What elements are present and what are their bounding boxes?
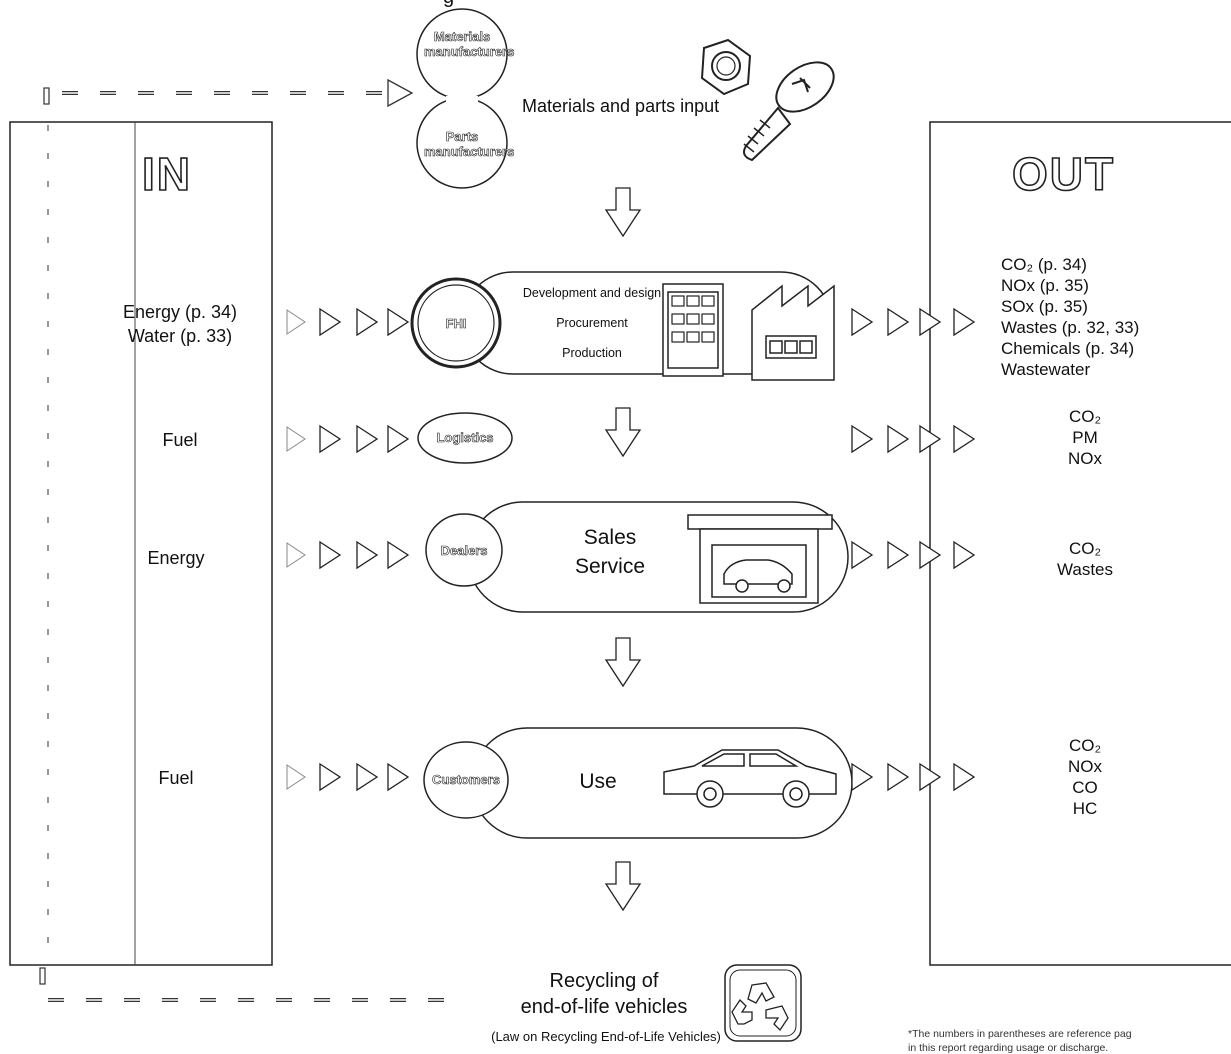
garage-car-icon (688, 515, 832, 603)
fhi-production: Production (522, 346, 662, 360)
building-icon (663, 284, 723, 376)
screw-icon (744, 52, 843, 160)
customers-use: Use (548, 770, 648, 794)
logistics-input-fuel: Fuel (120, 430, 240, 451)
in-panel (10, 122, 272, 965)
dashed-return-line-bottom (40, 968, 445, 1000)
dealers-service: Service (550, 555, 670, 579)
footnote-line1: *The numbers in parentheses are referenc… (908, 1028, 1132, 1040)
dealers-output-list: CO₂ Wastes (1030, 538, 1140, 580)
fhi-node-label: FHI (426, 316, 486, 331)
fhi-output-item: SOx (p. 35) (1001, 296, 1139, 317)
footnote-line2: in this report regarding usage or discha… (908, 1042, 1108, 1054)
factory-icon (752, 286, 834, 380)
fhi-development-design: Development and design (522, 286, 662, 300)
customers-input-fuel: Fuel (116, 768, 236, 789)
dealers-sales: Sales (550, 526, 670, 550)
fhi-output-item: CO₂ (p. 34) (1001, 254, 1139, 275)
customers-output-item: NOx (1030, 756, 1140, 777)
nut-icon (702, 40, 750, 94)
customers-output-item: CO (1030, 777, 1140, 798)
customers-output-item: HC (1030, 798, 1140, 819)
out-panel-title: OUT (1012, 148, 1115, 201)
recycle-icon (725, 965, 801, 1041)
customers-output-item: CO₂ (1030, 735, 1140, 756)
logistics-output-item: CO₂ (1030, 406, 1140, 427)
dealers-input-energy: Energy (116, 548, 236, 569)
in-panel-title: IN (142, 148, 192, 201)
fhi-input-energy: Energy (p. 34) (100, 302, 260, 323)
fhi-input-water: Water (p. 33) (100, 326, 260, 347)
logistics-output-item: NOx (1030, 448, 1140, 469)
dealers-output-item: CO₂ (1030, 538, 1140, 559)
logistics-output-list: CO₂ PM NOx (1030, 406, 1140, 469)
recycling-law: (Law on Recycling End-of-Life Vehicles) (488, 1030, 724, 1045)
fhi-output-list: CO₂ (p. 34) NOx (p. 35) SOx (p. 35) Wast… (1001, 254, 1139, 380)
fhi-output-item: NOx (p. 35) (1001, 275, 1139, 296)
customers-output-list: CO₂ NOx CO HC (1030, 735, 1140, 819)
dealers-output-item: Wastes (1030, 559, 1140, 580)
fhi-procurement: Procurement (522, 316, 662, 330)
fhi-output-item: Chemicals (p. 34) (1001, 338, 1139, 359)
top-cut-text: g (443, 0, 454, 9)
recycling-line1: Recycling of (494, 970, 714, 993)
logistics-node-label: Logistics (420, 430, 510, 445)
customers-node-label: Customers (424, 772, 508, 787)
parts-manufacturers-label: Parts manufacturers (424, 129, 500, 159)
dealers-node-label: Dealers (428, 543, 500, 558)
fhi-output-item: Wastewater (1001, 359, 1139, 380)
dashed-return-line-top (44, 80, 412, 106)
fhi-output-item: Wastes (p. 32, 33) (1001, 317, 1139, 338)
materials-manufacturers-label: Materials manufacturers (424, 29, 500, 59)
recycling-line2: end-of-life vehicles (494, 996, 714, 1019)
logistics-output-item: PM (1030, 427, 1140, 448)
materials-parts-input-label: Materials and parts input (522, 96, 719, 117)
